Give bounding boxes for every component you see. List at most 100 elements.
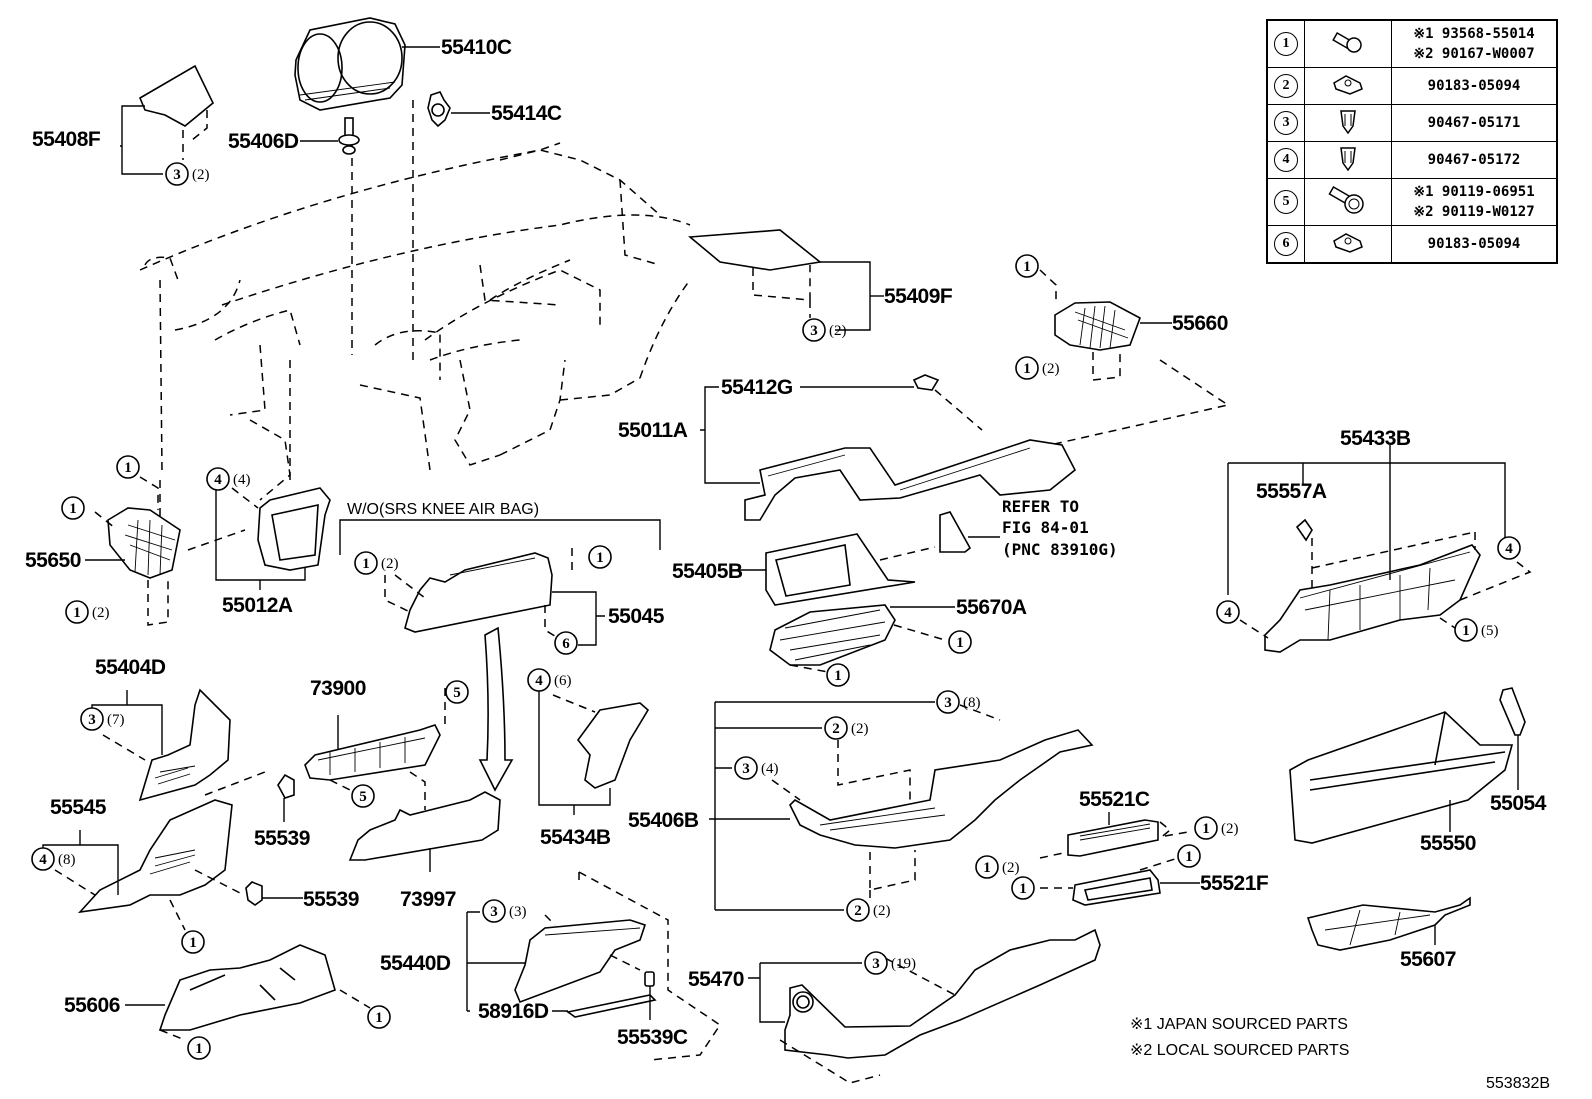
part-outline (1289, 711, 1514, 844)
phantom-line (479, 264, 561, 306)
part-number: 90183-05094 (1427, 236, 1521, 252)
part-outline (784, 928, 1101, 1059)
callout: 2 (2) (846, 898, 891, 922)
part-55012A (257, 487, 331, 571)
callout-circle (65, 600, 89, 624)
callout-circle (1497, 536, 1521, 560)
leader-line (700, 386, 760, 484)
part-label: 55470 (688, 968, 744, 991)
part-55434B (576, 702, 650, 789)
table-row: 1 ※1 93568-55014※2 90167-W0007 (1266, 19, 1558, 68)
callout-number: 1 (1023, 259, 1031, 275)
phantom-line (1040, 857, 1179, 889)
phantom-line (54, 869, 241, 931)
part-number: 90183-05094 (1427, 78, 1521, 94)
callout-circle (351, 784, 375, 808)
part-55011A (744, 439, 1077, 521)
bolt-washer-icon (1328, 186, 1364, 214)
callout-quantity: (2) (381, 556, 399, 572)
callout-number: 3 (88, 712, 96, 728)
part-label: 55011A (618, 419, 688, 442)
phantom-line (374, 330, 441, 380)
callout-quantity: (4) (233, 472, 251, 488)
part-outline (404, 552, 553, 633)
callout-circle (802, 318, 826, 342)
phantom-line (619, 179, 661, 266)
callout-number: 1 (1185, 849, 1193, 865)
table-cell (1304, 67, 1392, 105)
callout-number: 1 (73, 605, 81, 621)
callout-circle (846, 898, 870, 922)
part-outline (514, 919, 647, 1004)
callout-circle (734, 756, 758, 780)
part-55412G (912, 374, 940, 391)
phantom-line (454, 359, 501, 466)
phantom-line (879, 546, 936, 561)
callout-circle (367, 1005, 391, 1029)
table-cell: 3 (1266, 104, 1305, 142)
ref-number: 5 (1274, 190, 1298, 214)
callout-number: 1 (983, 860, 991, 876)
part-label: 55434B (540, 826, 611, 849)
phantom-line (102, 734, 266, 796)
part-outline (149, 849, 196, 875)
callout: 5 (445, 680, 469, 704)
part-outline (304, 724, 441, 781)
callout-circle (975, 855, 999, 879)
callout: 1 (588, 545, 612, 569)
part-outline (1074, 305, 1129, 349)
callout-number: 5 (359, 789, 367, 805)
part-55606 (158, 944, 336, 1031)
part-55440D (514, 919, 647, 1004)
part-outline (1264, 544, 1481, 653)
condition-label: W/O(SRS KNEE AIR BAG) (347, 501, 539, 518)
ref-number: 2 (1274, 74, 1298, 98)
callout-number: 1 (69, 501, 77, 517)
callout-circle (864, 951, 888, 975)
callout: 4 (4) (206, 467, 251, 491)
callout: 5 (351, 784, 375, 808)
alignment-lines (159, 100, 414, 560)
part-outline (789, 729, 1094, 849)
part-55539-lower (245, 881, 263, 906)
callout: 1 (181, 930, 205, 954)
phantom-line (789, 624, 946, 673)
part-outline (939, 511, 972, 553)
callout-quantity: (2) (92, 605, 110, 621)
arrow-icon (478, 626, 514, 792)
phantom-line (1039, 269, 1121, 381)
part-55470 (784, 928, 1101, 1059)
part-label: 73900 (310, 677, 366, 700)
callout: 1 (2) (975, 855, 1020, 879)
part-outline (1499, 687, 1526, 736)
table-row: 2 90183-05094 (1266, 67, 1558, 105)
part-label: 73997 (400, 888, 456, 911)
part-outline (544, 927, 641, 936)
part-55670A (769, 604, 896, 666)
leader-line (820, 261, 871, 331)
phantom-line (94, 476, 246, 626)
phantom-line (489, 259, 571, 301)
table-cell (1304, 225, 1392, 264)
part-outline (189, 967, 296, 1001)
phantom-line (771, 704, 1001, 898)
phantom-line (544, 871, 722, 1061)
callout-number: 1 (1462, 623, 1470, 639)
part-outline (765, 533, 916, 606)
reference-line-2: FIG 84-01 (1002, 518, 1089, 537)
callout-number: 1 (956, 635, 964, 651)
part-number: ※1 90119-06951 (1413, 184, 1535, 200)
part-55607 (1306, 896, 1471, 951)
callout: 1 (948, 630, 972, 654)
callout-circle (165, 162, 189, 186)
part-55414C (427, 91, 451, 128)
part-55054 (1499, 687, 1526, 736)
part-55433B (1264, 544, 1481, 653)
callout-number: 4 (214, 472, 222, 488)
phantom-line (779, 957, 956, 1084)
callout-circle (1015, 356, 1039, 380)
part-outline (767, 447, 1031, 491)
part-label: 55521C (1079, 788, 1150, 811)
part-label: 55404D (95, 656, 166, 679)
callout: 2 (2) (824, 716, 869, 740)
